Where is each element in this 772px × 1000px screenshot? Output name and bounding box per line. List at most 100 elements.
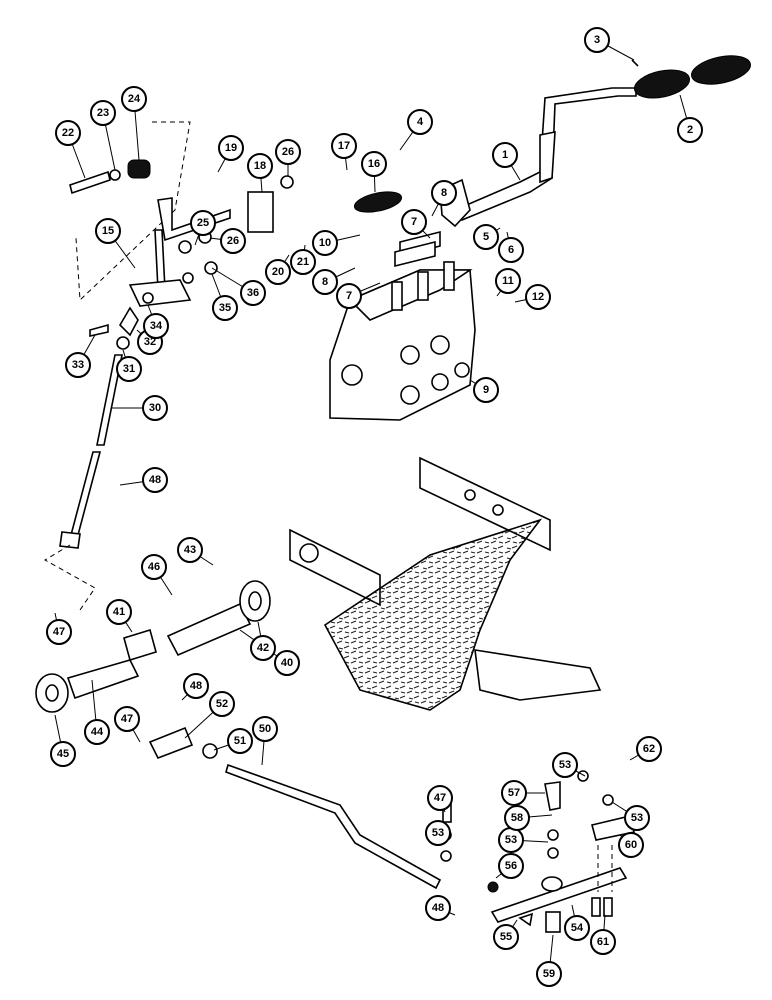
callout-balloon: 1 xyxy=(492,142,518,168)
callout-label: 21 xyxy=(297,256,309,268)
callout-balloon: 18 xyxy=(247,153,273,179)
callout-label: 18 xyxy=(254,160,266,172)
callout-label: 19 xyxy=(225,142,237,154)
callout-balloon: 19 xyxy=(218,135,244,161)
callout-balloon: 23 xyxy=(90,100,116,126)
callout-balloon: 47 xyxy=(46,619,72,645)
callout-label: 35 xyxy=(219,302,231,314)
callout-balloon: 41 xyxy=(106,599,132,625)
callout-balloon: 58 xyxy=(504,805,530,831)
callout-balloon: 51 xyxy=(227,728,253,754)
callout-label: 11 xyxy=(502,275,514,287)
callout-label: 48 xyxy=(432,902,444,914)
callout-label: 24 xyxy=(128,93,141,105)
callout-label: 53 xyxy=(559,759,571,771)
callout-label: 25 xyxy=(197,217,209,229)
callout-label: 48 xyxy=(149,474,161,486)
callout-label: 31 xyxy=(123,363,135,375)
vertical-rod xyxy=(44,354,123,611)
callout-label: 59 xyxy=(543,968,555,980)
callout-balloon: 48 xyxy=(425,895,451,921)
callout-balloon: 25 xyxy=(190,210,216,236)
callout-balloon: 21 xyxy=(290,249,316,275)
callout-label: 55 xyxy=(500,931,512,943)
callout-balloon: 46 xyxy=(141,554,167,580)
callout-balloon: 57 xyxy=(501,780,527,806)
callout-balloon: 45 xyxy=(50,741,76,767)
callout-label: 50 xyxy=(259,723,271,735)
callout-label: 47 xyxy=(121,713,133,725)
callout-balloon: 7 xyxy=(336,283,362,309)
callout-balloon: 26 xyxy=(275,139,301,165)
callout-balloon: 54 xyxy=(564,915,590,941)
callout-label: 48 xyxy=(190,680,202,692)
callout-label: 4 xyxy=(417,116,424,128)
callout-label: 60 xyxy=(625,839,637,851)
callout-label: 16 xyxy=(368,158,380,170)
callout-label: 7 xyxy=(411,216,417,228)
lower-right-linkage xyxy=(440,770,635,933)
callout-balloon: 52 xyxy=(209,691,235,717)
callout-balloon: 48 xyxy=(142,467,168,493)
callout-balloon: 53 xyxy=(498,827,524,853)
callout-balloon: 33 xyxy=(65,352,91,378)
callout-balloon: 17 xyxy=(331,133,357,159)
callout-label: 47 xyxy=(53,626,65,638)
callout-balloon: 20 xyxy=(265,259,291,285)
callout-balloon: 4 xyxy=(407,109,433,135)
callout-label: 8 xyxy=(322,276,328,288)
callout-label: 7 xyxy=(346,290,352,302)
callout-label: 36 xyxy=(247,287,259,299)
callout-balloon: 8 xyxy=(431,180,457,206)
callout-label: 58 xyxy=(511,812,523,824)
callout-balloon: 36 xyxy=(240,280,266,306)
callout-balloon: 47 xyxy=(114,706,140,732)
callout-label: 23 xyxy=(97,107,109,119)
callout-label: 12 xyxy=(532,291,544,303)
callout-balloon: 53 xyxy=(624,805,650,831)
callout-balloon: 8 xyxy=(312,269,338,295)
callout-label: 15 xyxy=(102,225,114,237)
callout-balloon: 16 xyxy=(361,151,387,177)
callout-balloon: 22 xyxy=(55,120,81,146)
callout-balloon: 53 xyxy=(552,752,578,778)
callout-balloon: 44 xyxy=(84,719,110,745)
callout-label: 9 xyxy=(483,384,489,396)
callout-label: 44 xyxy=(91,726,104,738)
callout-balloon: 10 xyxy=(312,230,338,256)
callout-label: 32 xyxy=(144,336,156,348)
callout-label: 62 xyxy=(643,743,655,755)
callout-label: 47 xyxy=(434,792,446,804)
callout-balloon: 15 xyxy=(95,218,121,244)
part-callouts: 1234567788910111215161718192021222324252… xyxy=(46,27,703,987)
callout-balloon: 34 xyxy=(143,313,169,339)
callout-balloon: 59 xyxy=(536,961,562,987)
callout-balloon: 55 xyxy=(493,924,519,950)
callout-label: 3 xyxy=(594,34,600,46)
callout-label: 40 xyxy=(281,657,293,669)
callout-balloon: 35 xyxy=(212,295,238,321)
callout-label: 17 xyxy=(338,140,350,152)
callout-balloon: 26 xyxy=(220,228,246,254)
callout-balloon: 7 xyxy=(401,209,427,235)
callout-label: 43 xyxy=(184,544,196,556)
floor-plate xyxy=(289,456,602,711)
callout-balloon: 42 xyxy=(250,635,276,661)
callout-label: 10 xyxy=(319,237,331,249)
lower-left-linkage xyxy=(35,580,442,890)
callout-label: 53 xyxy=(432,827,444,839)
callout-label: 22 xyxy=(62,127,74,139)
callout-label: 61 xyxy=(597,936,609,948)
callout-balloon: 30 xyxy=(142,395,168,421)
callout-balloon: 47 xyxy=(427,785,453,811)
callout-balloon: 48 xyxy=(183,673,209,699)
callout-balloon: 43 xyxy=(177,537,203,563)
callout-balloon: 11 xyxy=(495,268,521,294)
callout-label: 2 xyxy=(687,124,693,136)
callout-label: 41 xyxy=(113,606,125,618)
callout-label: 53 xyxy=(631,812,643,824)
callout-label: 30 xyxy=(149,402,161,414)
callout-balloon: 12 xyxy=(525,284,551,310)
control-valve-body xyxy=(329,191,476,421)
